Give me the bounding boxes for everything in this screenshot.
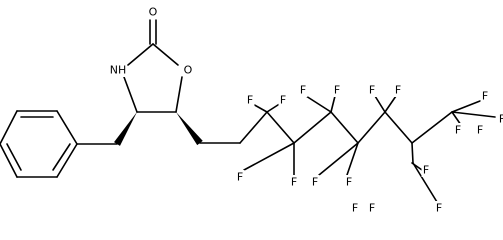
bond-n3-c4 — [123, 76, 138, 113]
svg-text:F: F — [280, 94, 286, 107]
carbonyl-oxygen-label: O — [148, 5, 158, 19]
ring-bond-3 — [0, 110, 18, 145]
svg-text:F: F — [455, 124, 461, 137]
svg-text:F: F — [423, 164, 429, 177]
bond-chain-3 — [293, 111, 332, 144]
ring-oxygen-label: O — [183, 63, 193, 77]
svg-text:F: F — [369, 84, 375, 97]
fluorine-label-6: F — [332, 83, 342, 97]
cf-bond-5 — [305, 95, 332, 113]
svg-text:NH: NH — [110, 64, 127, 77]
bond-chain-5 — [357, 111, 386, 144]
bond-chain-6 — [384, 111, 413, 144]
svg-text:F: F — [477, 124, 483, 137]
wedge-c5-chain — [176, 112, 203, 146]
fluorine-label-4: F — [289, 175, 299, 189]
fluorine-label-3: F — [235, 170, 245, 184]
bond-c2-o1 — [152, 43, 179, 66]
bond-chain-7 — [411, 111, 453, 144]
nh-label: NH — [110, 63, 127, 77]
cf-bond-12 — [451, 111, 462, 126]
wedge-c4-benzyl — [114, 112, 137, 146]
bond-chain-2 — [266, 111, 295, 144]
fluorine-label-8: F — [344, 175, 354, 189]
svg-text:F: F — [499, 113, 503, 126]
fluorine-label-11: F — [350, 201, 360, 215]
ring-bond-4 — [0, 143, 18, 178]
cf-bond-11 — [411, 142, 414, 164]
svg-text:F: F — [395, 84, 401, 97]
fluorine-label-7: F — [310, 175, 320, 189]
fluorine-label-9: F — [367, 83, 377, 97]
ring-bond-6 — [56, 143, 78, 178]
ring-inner-3 — [52, 143, 71, 171]
cf-bond-14 — [451, 111, 496, 118]
fluorine-label-15: F — [453, 123, 463, 137]
cf-bond-3 — [243, 142, 295, 171]
cf-bond-10 — [384, 95, 397, 113]
fluorine-label-17: F — [497, 112, 503, 126]
svg-text:O: O — [184, 64, 193, 77]
cf-bond-9 — [374, 95, 386, 113]
fluorine-label-5: F — [298, 83, 308, 97]
svg-text:F: F — [352, 202, 358, 215]
fluorine-label-2: F — [278, 93, 288, 107]
ring-bond-1 — [56, 110, 78, 145]
cf-bond-6 — [330, 95, 336, 113]
cf-bond-7 — [318, 142, 359, 176]
svg-text:F: F — [334, 84, 340, 97]
bond-o1-c5 — [175, 76, 183, 113]
fluorine-label-16: F — [480, 89, 490, 103]
fluorine-label-13: F — [421, 163, 431, 177]
fluorine-label-18: F — [475, 123, 485, 137]
ring-inner-2 — [6, 143, 22, 171]
bond-chain-1 — [239, 111, 268, 144]
bond-chain-4 — [330, 111, 359, 144]
fluorine-label-12: F — [367, 201, 377, 215]
svg-text:F: F — [300, 84, 306, 97]
cf-bond-8 — [346, 142, 359, 176]
svg-text:F: F — [291, 176, 297, 189]
svg-text:F: F — [247, 94, 253, 107]
svg-text:F: F — [482, 90, 488, 103]
bond-c2-n3 — [127, 43, 154, 66]
svg-text:O: O — [149, 6, 158, 19]
svg-text:F: F — [237, 171, 243, 184]
svg-text:F: F — [436, 202, 442, 215]
fluorine-label-10: F — [393, 83, 403, 97]
fluorine-label-14: F — [434, 201, 444, 215]
cf-bond-16 — [412, 162, 438, 203]
svg-text:F: F — [346, 176, 352, 189]
svg-text:F: F — [369, 202, 375, 215]
cf-bond-13 — [451, 100, 481, 113]
svg-text:F: F — [312, 176, 318, 189]
fluorine-label-1: F — [245, 93, 255, 107]
